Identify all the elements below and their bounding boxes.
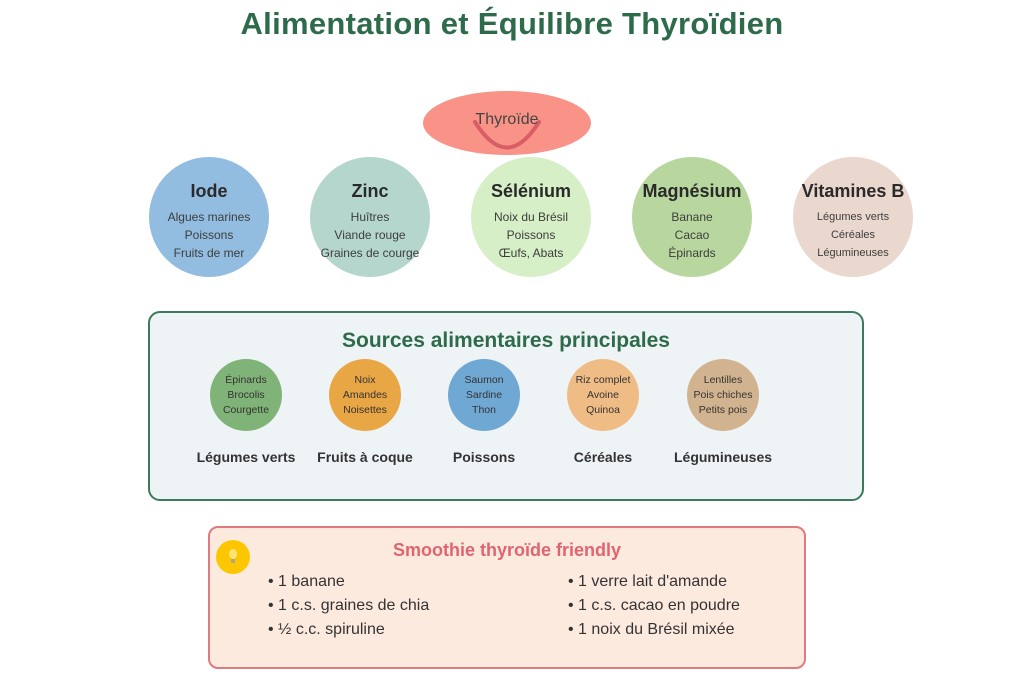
food-item: Légumes verts <box>816 211 890 223</box>
sources-title: Sources alimentaires principales <box>342 329 670 352</box>
food-item: Épinards <box>225 373 267 386</box>
food-item: Petits pois <box>698 403 748 416</box>
nutrient-selenium: Sélénium Noix du Brésil Poissons Œufs, A… <box>471 157 591 277</box>
food-item: Noix du Brésil <box>493 210 569 224</box>
source-label: Céréales <box>573 449 633 465</box>
ingredient-item: • 1 c.s. graines de chia <box>268 597 430 614</box>
smoothie-title: Smoothie thyroïde friendly <box>392 540 622 560</box>
nutrient-name: Zinc <box>351 181 389 201</box>
ingredients-left: • 1 banane • 1 c.s. graines de chia • ½ … <box>268 570 429 642</box>
ingredients-right: • 1 verre lait d'amande • 1 c.s. cacao e… <box>568 570 740 642</box>
source-legumineuses: Lentilles Pois chiches Petits pois Légum… <box>663 359 783 465</box>
food-item: Céréales <box>830 229 876 241</box>
smoothie-panel: Smoothie thyroïde friendly • 1 banane • … <box>208 526 806 669</box>
food-item: Fruits de mer <box>173 246 245 260</box>
nutrient-name: Iode <box>190 181 228 201</box>
food-item: Brocolis <box>227 388 265 401</box>
food-item: Poissons <box>184 228 234 242</box>
thyroid-ellipse: Thyroïde <box>423 91 591 155</box>
food-item: Épinards <box>668 246 716 260</box>
source-circle: Saumon Sardine Thon <box>448 359 520 431</box>
nutrient-foods: Légumes verts Céréales Légumineuses <box>793 208 913 262</box>
source-label: Fruits à coque <box>317 449 413 465</box>
food-item: Thon <box>472 403 496 416</box>
food-item: Avoine <box>587 388 619 401</box>
food-item: Cacao <box>674 228 710 242</box>
lightbulb-icon <box>216 540 250 574</box>
ingredient-item: • 1 c.s. cacao en poudre <box>568 597 740 614</box>
source-circle: Noix Amandes Noisettes <box>329 359 401 431</box>
food-item: Pois chiches <box>693 388 753 401</box>
source-poissons: Saumon Sardine Thon Poissons <box>424 359 544 465</box>
food-item: Viande rouge <box>334 228 406 242</box>
nutrient-iode: Iode Algues marines Poissons Fruits de m… <box>149 157 269 277</box>
nutrient-magnesium: Magnésium Banane Cacao Épinards <box>632 157 752 277</box>
ingredient-item: • 1 banane <box>268 573 345 590</box>
food-item: Sardine <box>465 388 503 401</box>
nutrient-zinc: Zinc Huîtres Viande rouge Graines de cou… <box>310 157 430 277</box>
thyroid-label: Thyroïde <box>475 111 539 128</box>
food-item: Saumon <box>464 373 504 386</box>
ingredient-item: • 1 verre lait d'amande <box>568 573 727 590</box>
source-circle: Riz complet Avoine Quinoa <box>567 359 639 431</box>
nutrient-foods: Huîtres Viande rouge Graines de courge <box>310 208 430 262</box>
source-label: Légumes verts <box>196 449 296 465</box>
ingredient-item: • 1 noix du Brésil mixée <box>568 621 735 638</box>
food-item: Amandes <box>342 388 388 401</box>
food-item: Œufs, Abats <box>498 246 564 260</box>
food-item: Légumineuses <box>817 247 889 259</box>
page-title: Alimentation et Équilibre Thyroïdien <box>240 6 784 41</box>
food-item: Algues marines <box>167 210 251 224</box>
source-label: Poissons <box>452 449 516 465</box>
thyroid-arc-icon <box>473 120 541 150</box>
nutrient-vitamines-b: Vitamines B Légumes verts Céréales Légum… <box>793 157 913 277</box>
nutrient-foods: Banane Cacao Épinards <box>632 208 752 262</box>
nutrient-name: Magnésium <box>642 181 742 201</box>
food-item: Banane <box>671 210 713 224</box>
nutrient-foods: Algues marines Poissons Fruits de mer <box>149 208 269 262</box>
source-circle: Épinards Brocolis Courgette <box>210 359 282 431</box>
source-circle: Lentilles Pois chiches Petits pois <box>687 359 759 431</box>
nutrient-name: Vitamines B <box>801 181 905 201</box>
food-item: Noix <box>354 373 376 386</box>
food-item: Graines de courge <box>320 246 420 260</box>
food-item: Lentilles <box>703 373 743 386</box>
ingredient-item: • ½ c.c. spiruline <box>268 621 385 638</box>
sources-panel: Sources alimentaires principales Épinard… <box>148 311 864 501</box>
source-label: Légumineuses <box>673 449 773 465</box>
food-item: Quinoa <box>586 403 620 416</box>
source-fruits-a-coque: Noix Amandes Noisettes Fruits à coque <box>305 359 425 465</box>
source-legumes-verts: Épinards Brocolis Courgette Légumes vert… <box>186 359 306 465</box>
source-cereales: Riz complet Avoine Quinoa Céréales <box>543 359 663 465</box>
food-item: Riz complet <box>575 373 631 386</box>
nutrient-foods: Noix du Brésil Poissons Œufs, Abats <box>471 208 591 262</box>
food-item: Poissons <box>506 228 556 242</box>
food-item: Courgette <box>222 403 270 416</box>
food-item: Huîtres <box>350 210 390 224</box>
nutrient-name: Sélénium <box>490 181 572 201</box>
food-item: Noisettes <box>343 403 387 416</box>
